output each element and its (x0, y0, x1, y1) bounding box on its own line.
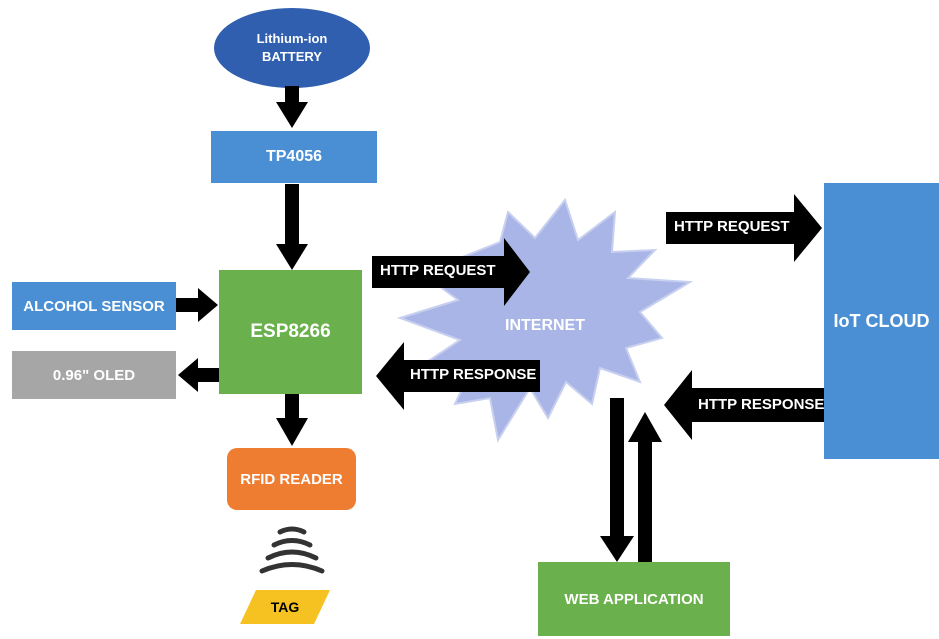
tag-shape (240, 590, 330, 624)
alcohol-sensor-node: ALCOHOL SENSOR (12, 282, 176, 330)
arrow-battery-to-tp4056 (276, 86, 308, 128)
http-response-label-esp: HTTP RESPONSE (410, 366, 537, 383)
rfid-reader-label: RFID READER (240, 470, 343, 488)
internet-label: INTERNET (505, 317, 585, 334)
arrow-http-response-cloud (664, 370, 824, 440)
tp4056-label: TP4056 (265, 148, 323, 165)
alcohol-sensor-label: ALCOHOL SENSOR (23, 297, 165, 315)
esp8266-label: ESP8266 (250, 321, 331, 342)
arrow-http-response-esp (376, 342, 540, 410)
oled-node: 0.96" OLED (12, 351, 176, 399)
wireless-signal-icon (259, 526, 325, 574)
web-application-node: WEB APPLICATION (538, 562, 730, 636)
arrow-http-request-cloud (666, 194, 822, 262)
tp4056-node: TP4056 (211, 131, 377, 183)
arrow-esp8266-to-oled (178, 358, 220, 392)
arrow-webapp-to-internet (628, 412, 662, 562)
esp8266-node: ESP8266 (219, 270, 362, 394)
iot-cloud-label: IoT CLOUD (833, 310, 930, 331)
tag-label: TAG (270, 599, 300, 615)
http-request-label-cloud: HTTP REQUEST (674, 218, 790, 235)
http-response-label-cloud: HTTP RESPONSE (698, 396, 825, 413)
web-application-label: WEB APPLICATION (564, 590, 704, 608)
arrow-tp4056-to-esp8266 (276, 184, 308, 270)
arrow-sensor-to-esp8266 (176, 288, 218, 322)
battery-label: Lithium-ion BATTERY (256, 31, 328, 64)
tag-node: TAG (250, 592, 320, 622)
oled-label: 0.96" OLED (52, 366, 136, 384)
http-request-label-esp: HTTP REQUEST (380, 262, 496, 279)
iot-cloud-node: IoT CLOUD (824, 183, 939, 459)
rfid-reader-node: RFID READER (227, 448, 356, 510)
battery-ellipse (214, 8, 370, 88)
battery-node: Lithium-ion BATTERY (232, 22, 352, 74)
arrow-internet-to-webapp (600, 398, 634, 562)
arrow-http-request-esp (372, 238, 530, 306)
arrow-esp8266-to-rfid (276, 394, 308, 446)
internet-node: INTERNET (480, 308, 610, 344)
